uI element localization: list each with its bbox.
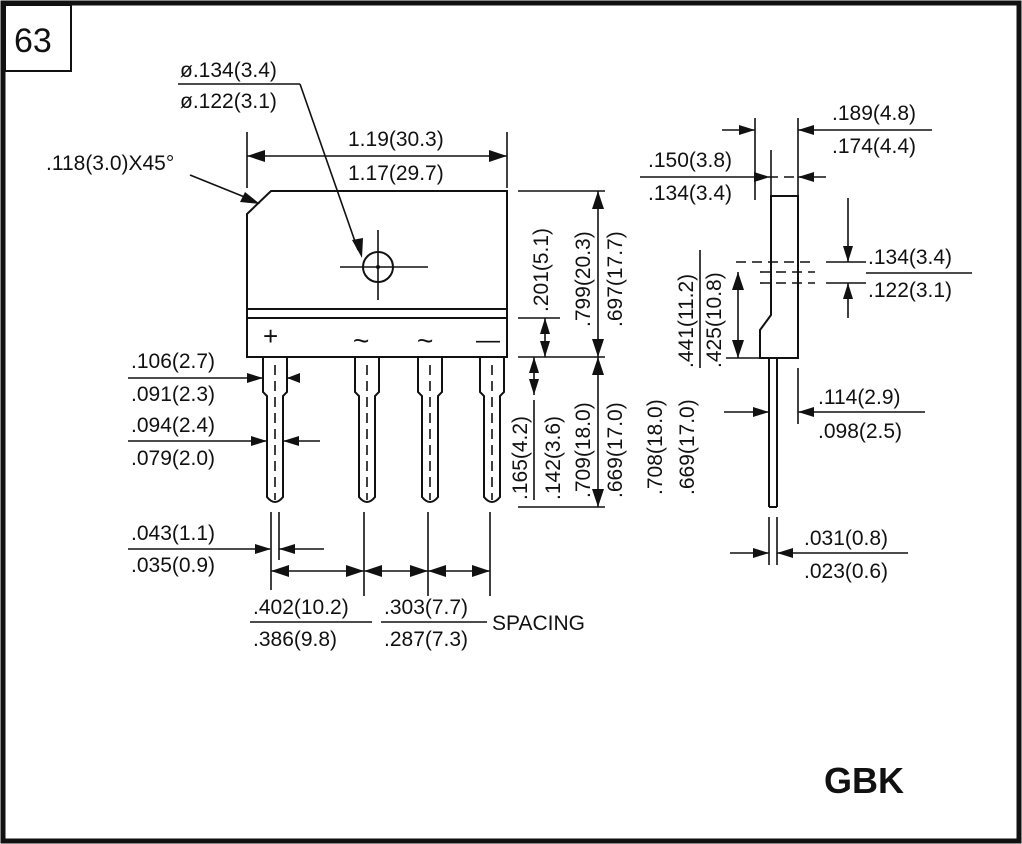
dim-hole-leader (299, 83, 359, 251)
dim-hole-arrow (352, 238, 363, 258)
lead-ac1 (354, 357, 380, 503)
dim-tab-thickness-arrow-left (754, 172, 770, 182)
dim-body-height-arrow-bottom (592, 339, 604, 357)
pin-marker-plus: + (263, 321, 278, 351)
pin-marker-ac1: ~ (353, 325, 369, 356)
dim-lead-width-arrow-left (251, 436, 267, 446)
dim-lead-shoulder-min: .091(2.3) (131, 383, 215, 406)
dim-step-height-max: .165(4.2) (509, 416, 532, 500)
dim-lead-length-min: .669(17.0) (604, 402, 627, 498)
dim-spacing-arrow-5 (428, 565, 446, 577)
dim-tab-thickness-max: .150(3.8) (648, 149, 732, 172)
dim-side-hole-bottom-arrow (843, 283, 853, 299)
dim-lead-tip-arrow-right (279, 544, 295, 554)
dim-body-height-max: .799(20.3) (572, 231, 595, 327)
dim-side-lead-tip-max: .031(0.8) (804, 527, 888, 550)
dim-lead-length-arrow-bottom (592, 489, 604, 507)
dim-step-arrow-bottom (529, 379, 539, 395)
dim-step-arrow-top (529, 357, 539, 373)
dim-hole-to-edge-max: .201(5.1) (530, 228, 553, 312)
dim-body-width-arrow-right (489, 150, 507, 162)
page-number: 63 (14, 22, 52, 60)
dim-body-width-max: 1.19(30.3) (348, 128, 444, 151)
dim-side-height-arrow-bottom (732, 340, 744, 358)
dim-side-hole-max: .134(3.4) (868, 246, 952, 269)
package-body (246, 190, 508, 358)
dim-body-height-min: .697(17.7) (604, 231, 627, 327)
dim-hole-edge-arrow-bottom (540, 341, 550, 357)
dim-side-lead-length-min: .669(17.0) (676, 399, 699, 495)
dim-lead-tip-arrow-left (255, 544, 271, 554)
dim-lead-tip-min: .035(0.9) (131, 554, 215, 577)
dim-hole-diameter-max: ø.134(3.4) (180, 59, 277, 82)
side-view-body (759, 195, 799, 359)
lead-minus (479, 357, 505, 503)
dim-side-hole-top-arrow (843, 246, 853, 262)
side-view-lead (768, 358, 778, 508)
dim-pin-spacing-wide-max: .402(10.2) (253, 596, 349, 619)
dim-body-thickness-arrow-left (739, 125, 755, 135)
spacing-label: SPACING (492, 612, 585, 635)
dim-chamfer-arrow (240, 192, 260, 204)
dim-spacing-arrow-6 (472, 565, 490, 577)
lead-ac2 (417, 357, 443, 503)
dim-hole-edge-arrow-top (540, 318, 550, 334)
dim-body-width-min: 1.17(29.7) (348, 162, 444, 185)
dim-side-lead-tip-arrow-left (753, 548, 769, 558)
dim-tab-thickness-arrow-right (798, 172, 814, 182)
dim-side-lead-width-min: .098(2.5) (818, 420, 902, 443)
dim-lead-width-arrow-right (283, 436, 299, 446)
dim-lead-width-max: .094(2.4) (131, 414, 215, 437)
mounting-hole (340, 230, 428, 300)
pin-marker-ac2: ~ (417, 325, 433, 356)
dim-body-thickness-min: .174(4.4) (832, 135, 916, 158)
dim-body-width-arrow-left (247, 150, 265, 162)
dim-side-lead-width-arrow-left (753, 407, 769, 417)
dim-chamfer-leader (189, 174, 253, 201)
dim-body-height-arrow-top (592, 191, 604, 209)
dim-side-lead-length-max: .708(18.0) (644, 399, 667, 495)
page-number-box (4, 4, 72, 72)
dim-spacing-arrow-3 (364, 565, 382, 577)
dim-side-height-arrow-top (732, 272, 744, 290)
dim-side-hole-min: .122(3.1) (868, 279, 952, 302)
dim-lead-shoulder-arrow-right (287, 373, 300, 383)
lead-plus (262, 357, 288, 503)
dim-lead-length-arrow-top (592, 357, 604, 375)
dim-side-height-max: .441(11.2) (675, 274, 698, 368)
dim-body-thickness-max: .189(4.8) (832, 102, 916, 125)
dim-spacing-arrow-2 (346, 565, 364, 577)
dim-chamfer: .118(3.0)X45° (46, 152, 174, 175)
dim-lead-tip-max: .043(1.1) (131, 522, 215, 545)
dim-body-thickness-arrow-right (798, 125, 814, 135)
dim-pin-spacing-min: .287(7.3) (384, 628, 468, 651)
dim-side-lead-width-max: .114(2.9) (818, 386, 901, 409)
dim-step-height-min: .142(3.6) (542, 416, 565, 500)
dim-spacing-arrow-4 (410, 565, 428, 577)
package-name: GBK (824, 760, 904, 801)
dim-lead-shoulder-arrow-left (247, 373, 263, 383)
dim-pin-spacing-max: .303(7.7) (384, 596, 468, 619)
dim-lead-shoulder-max: .106(2.7) (131, 350, 215, 373)
dim-tab-thickness-min: .134(3.4) (648, 182, 732, 205)
dim-lead-length-max: .709(18.0) (572, 402, 595, 498)
dim-lead-width-min: .079(2.0) (131, 447, 215, 470)
dim-side-height-min: .425(10.8) (703, 272, 726, 368)
dim-spacing-arrow-1 (271, 565, 289, 577)
dim-pin-spacing-wide-min: .386(9.8) (253, 628, 337, 651)
pin-marker-minus: — (476, 327, 500, 354)
dim-side-lead-tip-min: .023(0.6) (804, 560, 888, 583)
dim-hole-diameter-min: ø.122(3.1) (180, 90, 277, 113)
